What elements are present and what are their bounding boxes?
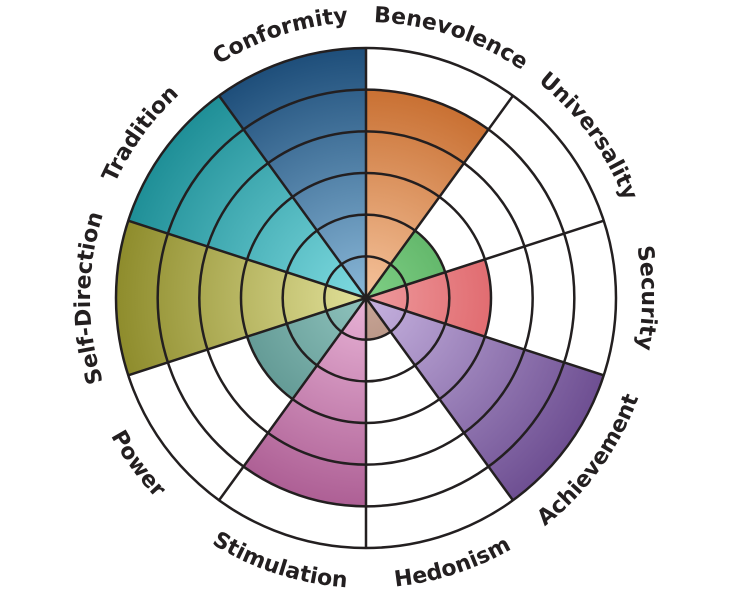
grid-spoke-10: [218, 95, 368, 299]
label-stimulation: Stimulation: [208, 527, 348, 593]
grid-spoke-4: [365, 296, 605, 377]
wedge-benevolence: [366, 89, 489, 299]
grid-spoke-5: [364, 297, 514, 501]
grid-spoke-2: [364, 95, 514, 299]
label-self-direction: Self-Direction: [71, 209, 109, 387]
label-power: Power: [105, 426, 170, 502]
wedge-achievement: [366, 298, 604, 501]
grid-spoke-9: [127, 219, 367, 300]
grid-spoke-3: [365, 219, 605, 300]
wedge-universality: [366, 230, 446, 298]
wedge-tradition: [128, 95, 366, 298]
wedge-security: [366, 259, 491, 337]
wedge-conformity: [219, 48, 366, 298]
label-hedonism: Hedonism: [393, 532, 515, 593]
grid-layer: [114, 46, 618, 550]
wedge-stimulation: [243, 298, 366, 507]
wedge-power: [247, 298, 366, 400]
wedge-layer: [115, 48, 604, 507]
grid-spoke-7: [218, 297, 368, 501]
label-security: Security: [631, 244, 661, 352]
grid-spoke-8: [127, 296, 367, 377]
